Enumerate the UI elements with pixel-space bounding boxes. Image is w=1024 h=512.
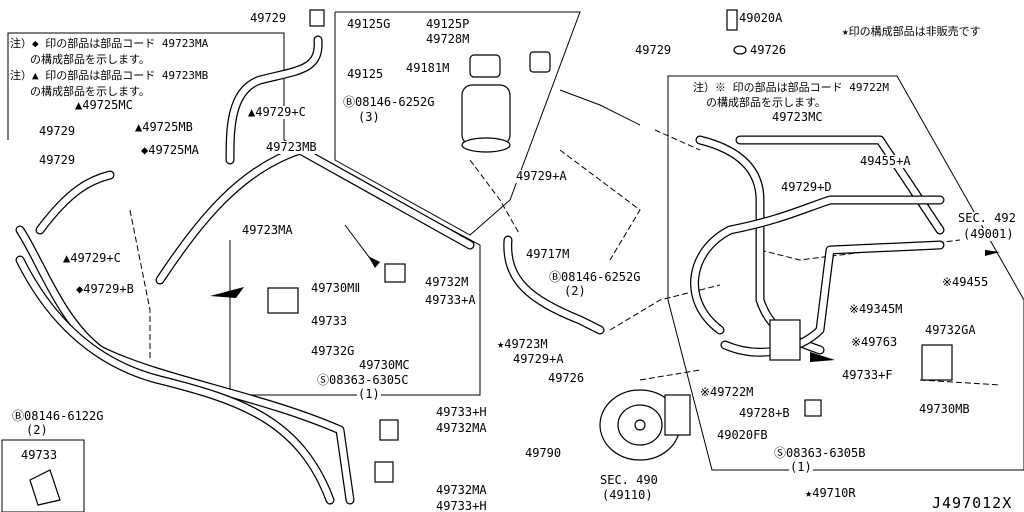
- part-label: ▲49729+C: [247, 105, 307, 119]
- bottom-left-part-frame: [1, 439, 85, 512]
- part-label: 49729: [38, 124, 77, 138]
- part-label: Ⓢ08363-6305C: [316, 373, 410, 387]
- part-label: 49733: [310, 314, 349, 328]
- reservoir-tank: [461, 51, 551, 153]
- bolt: [726, 9, 738, 31]
- part-label: 49790: [524, 446, 563, 460]
- part-label: Ⓑ08146-6252G: [548, 270, 642, 284]
- part-label: 49730MⅡ: [310, 281, 362, 295]
- part-label: 49732GA: [924, 323, 977, 337]
- part-label: 49020A: [738, 11, 784, 25]
- part-label: 49181M: [405, 61, 451, 75]
- note-49722M-line2: の構成部品を示します。: [706, 96, 826, 109]
- right-pipes: [690, 135, 945, 357]
- part-label: 49726: [749, 43, 788, 57]
- part-label: 49733+F: [841, 368, 894, 382]
- part-label: ※49455: [941, 275, 990, 289]
- part-label: 49729+D: [780, 180, 833, 194]
- part-label: SEC. 492: [957, 211, 1017, 225]
- part-label: 49125: [346, 67, 385, 81]
- part-label: ★49723M: [496, 337, 549, 351]
- part-label: ◆49729+B: [75, 282, 135, 296]
- return-hose: [225, 35, 323, 165]
- part-label: 49733+A: [424, 293, 477, 307]
- part-label: 49729: [38, 153, 77, 167]
- part-label: (49110): [601, 488, 654, 502]
- note-49723MA-line1: 注）◆ 印の部品は部品コード 49723MA: [10, 37, 209, 50]
- part-label: 49733+H: [435, 405, 488, 419]
- part-label: ▲49725MB: [134, 120, 194, 134]
- part-label: (49001): [962, 227, 1015, 241]
- part-label: (3): [357, 110, 381, 124]
- part-label: ◆49725MA: [140, 143, 200, 157]
- part-label: (1): [789, 460, 813, 474]
- note-49723MB-line1: 注）▲ 印の部品は部品コード 49723MB: [10, 69, 209, 82]
- part-label: 49733+H: [435, 499, 488, 512]
- left-pipes: [15, 145, 475, 505]
- part-label: 49723MA: [241, 223, 294, 237]
- left-note-frame: [7, 32, 285, 140]
- note-49723MB-line2: の構成部品を示します。: [30, 85, 150, 98]
- part-label: 49723MC: [771, 110, 824, 124]
- note-49723MA-line2: の構成部品を示します。: [30, 53, 150, 66]
- part-label: 49732G: [310, 344, 356, 358]
- clamp: [309, 9, 325, 27]
- part-label: 49729: [249, 11, 288, 25]
- top-center-frame: [334, 11, 581, 236]
- part-label: ▲49725MC: [74, 98, 134, 112]
- part-label: 49732M: [424, 275, 470, 289]
- part-label: Ⓑ08146-6252G: [342, 95, 436, 109]
- part-label: 49723MB: [265, 140, 318, 154]
- part-label: ※49345M: [848, 302, 904, 316]
- part-label: ▲49729+C: [62, 251, 122, 265]
- part-label: SEC. 490: [599, 473, 659, 487]
- washer: [733, 45, 747, 55]
- part-label: (2): [25, 423, 49, 437]
- part-label: 49729+A: [515, 169, 568, 183]
- part-label: 49730MB: [918, 402, 971, 416]
- part-label: 49125G: [346, 17, 392, 31]
- reservoir-bracket-frame: [559, 89, 641, 126]
- part-label: 49020FB: [716, 428, 769, 442]
- part-label: ※49763: [850, 335, 899, 349]
- diagram-code: J497012X: [932, 494, 1013, 512]
- note-not-sold: ★印の構成部品は非販売です: [842, 25, 981, 38]
- note-49722M-line1: 注）※ 印の部品は部品コード 49722M: [693, 81, 889, 94]
- part-label: 49125P: [425, 17, 471, 31]
- part-label: Ⓑ08146-6122G: [11, 409, 105, 423]
- part-label: 49732MA: [435, 421, 488, 435]
- center-hose: [503, 235, 605, 335]
- power-steering-pump: [599, 389, 691, 461]
- part-label: 49728M: [425, 32, 471, 46]
- part-label: (2): [563, 284, 587, 298]
- part-label: (1): [357, 387, 381, 401]
- part-label: 49717M: [525, 247, 571, 261]
- part-label: 49732MA: [435, 483, 488, 497]
- part-label: 49729: [634, 43, 673, 57]
- part-label: 49729+A: [512, 352, 565, 366]
- part-label: 49728+B: [738, 406, 791, 420]
- part-label: 49455+A: [859, 154, 912, 168]
- part-label: ※49722M: [699, 385, 755, 399]
- part-label: 49726: [547, 371, 586, 385]
- part-label: ★49710R: [804, 486, 857, 500]
- part-label: 49730MC: [358, 358, 411, 372]
- part-label: Ⓢ08363-6305B: [773, 446, 867, 460]
- part-label: 49733: [20, 448, 59, 462]
- right-group-frame: [667, 75, 1024, 471]
